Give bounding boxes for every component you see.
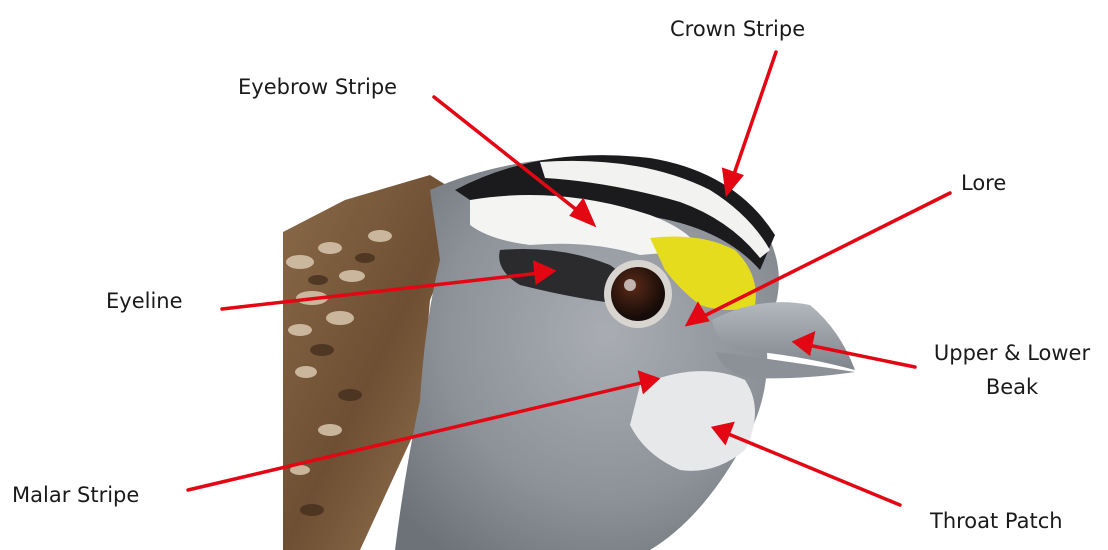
label-throat-patch: Throat Patch xyxy=(930,508,1063,534)
label-eyebrow-stripe: Eyebrow Stripe xyxy=(238,74,397,100)
arrow-throat-patch xyxy=(726,433,900,505)
eye xyxy=(611,267,665,321)
label-upper-lower-beak-line1: Upper & Lower xyxy=(922,340,1102,366)
label-upper-lower-beak-line2: Beak xyxy=(922,374,1102,400)
label-crown-stripe: Crown Stripe xyxy=(670,16,805,42)
label-malar-stripe: Malar Stripe xyxy=(12,482,139,508)
label-upper-lower-beak: Upper & Lower Beak xyxy=(922,340,1102,400)
label-lore: Lore xyxy=(961,170,1006,196)
arrow-crown-stripe xyxy=(732,52,776,180)
label-eyeline: Eyeline xyxy=(106,288,183,314)
